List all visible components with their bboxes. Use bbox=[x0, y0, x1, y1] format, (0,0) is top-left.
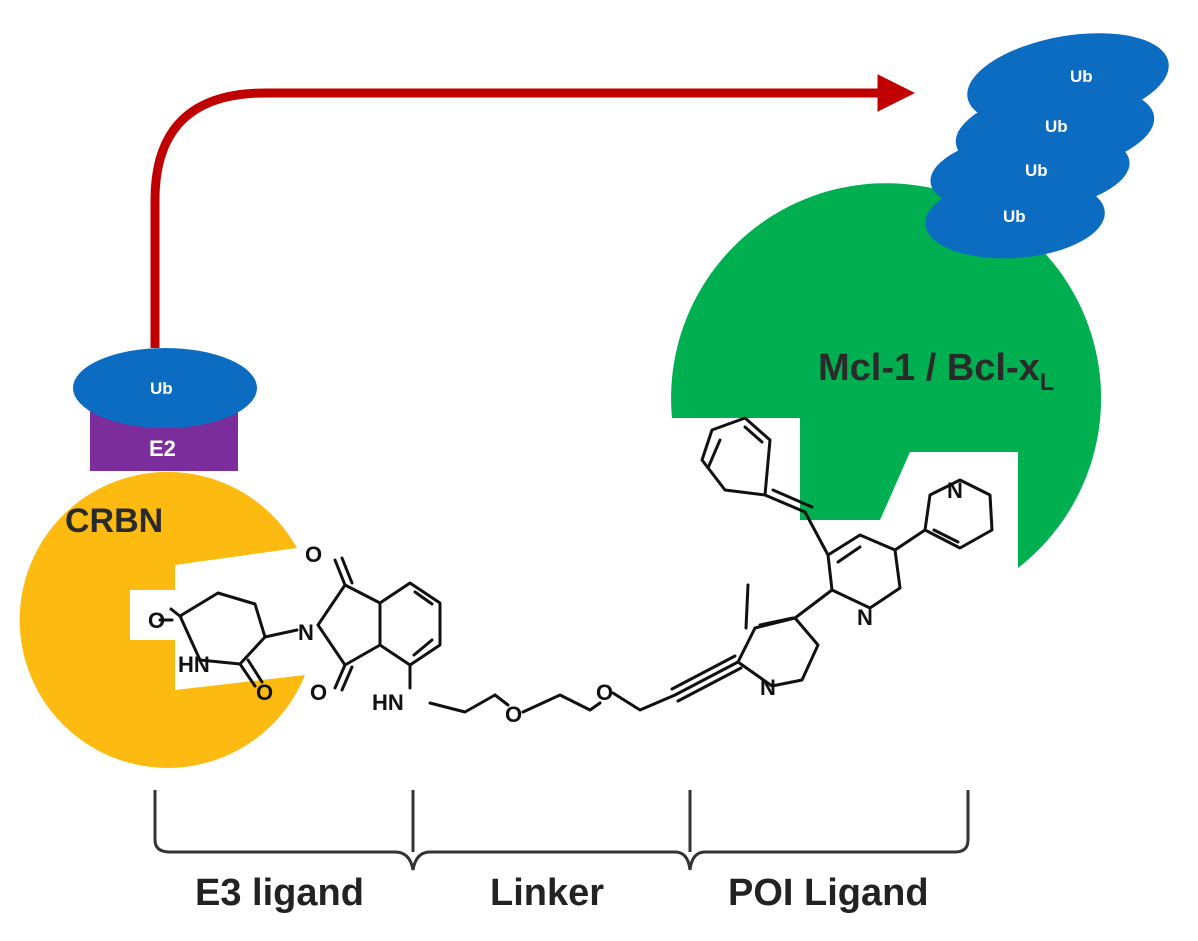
atom-o-left: O bbox=[148, 608, 165, 633]
atom-n-pyridine-1: N bbox=[760, 675, 776, 700]
atom-n-pyridine-3: N bbox=[947, 478, 963, 503]
atom-o-bottom-glut: O bbox=[256, 680, 273, 705]
atom-hn-linker: HN bbox=[372, 690, 404, 715]
crbn-label: CRBN bbox=[65, 502, 163, 540]
atom-o-linker-2: O bbox=[596, 680, 613, 705]
ub-single-label: Ub bbox=[150, 379, 173, 398]
atom-n-pyridine-2: N bbox=[857, 605, 873, 630]
protac-molecule: O O HN O N O HN O O N N N bbox=[148, 416, 994, 727]
crbn-shape bbox=[19, 471, 306, 768]
ub-chain-label-2: Ub bbox=[1045, 117, 1068, 136]
ub-single-shape bbox=[73, 348, 257, 428]
label-e3-ligand: E3 ligand bbox=[195, 872, 364, 914]
e2-label: E2 bbox=[149, 436, 176, 461]
atom-n-phthalimide: N bbox=[298, 620, 314, 645]
label-linker: Linker bbox=[490, 872, 604, 914]
atom-hn-glutarimide: HN bbox=[178, 652, 210, 677]
ubiquitin-chain: Ub Ub Ub Ub bbox=[925, 33, 1169, 259]
label-poi-ligand: POI Ligand bbox=[728, 872, 929, 914]
atom-o-linker-1: O bbox=[505, 702, 522, 727]
atom-o-top: O bbox=[305, 542, 322, 567]
ub-chain-label-4: Ub bbox=[1003, 207, 1026, 226]
segment-brackets: E3 ligand Linker POI Ligand bbox=[153, 790, 970, 914]
ub-chain-4 bbox=[925, 177, 1105, 259]
atom-o-bottom-phth: O bbox=[310, 680, 327, 705]
ubiquitin-transfer-arrow bbox=[150, 74, 916, 348]
target-protein-shape bbox=[671, 183, 1102, 568]
bracket-e3 bbox=[153, 790, 970, 871]
ub-chain-label-1: Ub bbox=[1070, 67, 1093, 86]
target-protein-label: Mcl-1 / Bcl-xL bbox=[818, 347, 1054, 396]
ub-chain-label-3: Ub bbox=[1025, 161, 1048, 180]
